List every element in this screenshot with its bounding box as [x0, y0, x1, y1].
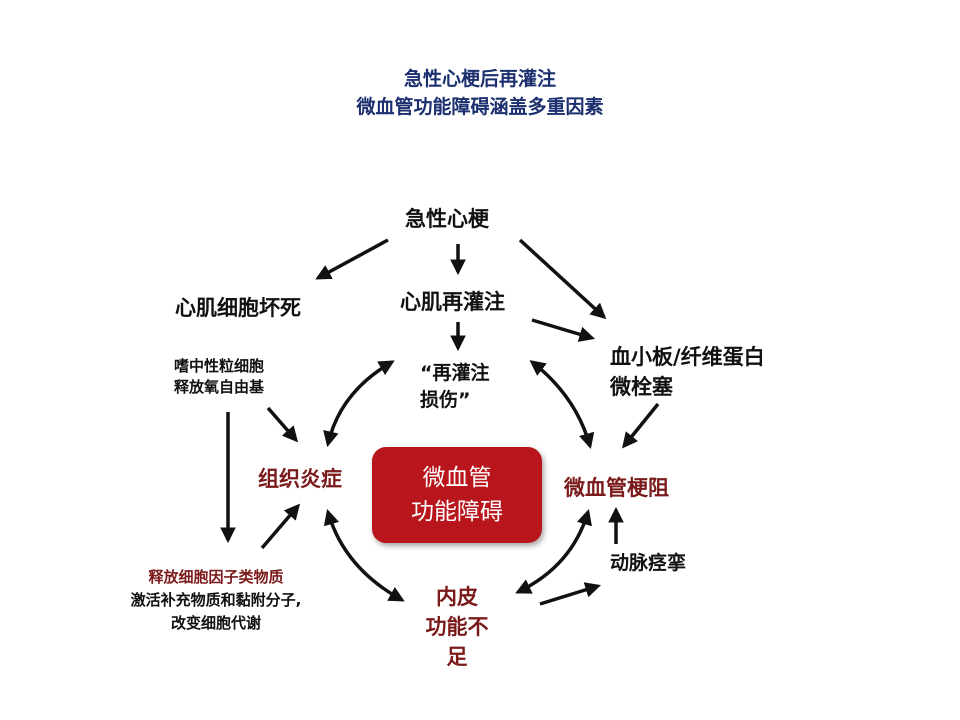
node-myocardial-reperfusion: 心肌再灌注 — [400, 290, 505, 314]
neutrophil-line-1: 嗜中性粒细胞 — [174, 357, 265, 375]
title-line-2: 微血管功能障碍涵盖多重因素 — [356, 96, 604, 118]
arrow-injury-obstruction — [529, 360, 595, 450]
center-line-1: 微血管 — [422, 465, 492, 491]
arrow-injury-inflammation — [323, 360, 395, 448]
node-reperfusion-injury: “再灌注 损伤” — [420, 360, 490, 414]
node-platelet-microembolism: 血小板/纤维蛋白 微栓塞 — [610, 342, 765, 402]
node-tissue-inflammation: 组织炎症 — [258, 467, 342, 491]
node-neutrophil: 嗜中性粒细胞 释放氧自由基 — [174, 356, 264, 398]
arrow-platelet-to-obstruction — [622, 402, 660, 449]
node-microvascular-obstruction: 微血管梗阻 — [564, 476, 669, 500]
node-myocyte-necrosis: 心肌细胞坏死 — [175, 296, 301, 320]
platelet-line-2: 微栓塞 — [610, 375, 673, 399]
node-cytokine-release: 释放细胞因子类物质 激活补充物质和黏附分子, 改变细胞代谢 — [86, 566, 346, 635]
cytokine-line-3: 改变细胞代谢 — [170, 614, 261, 632]
arrow-neutrophil-to-inflammation — [266, 406, 299, 443]
cytokine-line-2: 激活补充物质和黏附分子, — [130, 591, 302, 609]
node-acute-mi: 急性心梗 — [405, 207, 489, 231]
arrow-inflammation-endothelial — [323, 508, 405, 602]
arrow-ami-to-necrosis — [315, 238, 389, 280]
center-microvascular-dysfunction: 微血管 功能障碍 — [372, 447, 542, 543]
title-line-1: 急性心梗后再灌注 — [403, 68, 556, 90]
reperfusion-injury-line-2: 损伤” — [420, 389, 471, 411]
center-line-2: 功能障碍 — [411, 499, 503, 525]
arrow-ami-to-platelet — [518, 238, 607, 320]
endothelial-line-1: 内皮 — [436, 585, 478, 609]
endothelial-line-3: 足 — [446, 645, 468, 669]
arrow-endothelial-to-spasm — [539, 582, 602, 606]
cytokine-line-1: 释放细胞因子类物质 — [148, 568, 284, 586]
node-endothelial-insufficiency: 内皮 功能不 足 — [414, 582, 500, 672]
node-arterial-spasm: 动脉痉挛 — [610, 552, 687, 574]
arrow-reperfusion-to-platelet — [531, 318, 596, 342]
reperfusion-injury-line-1: “再灌注 — [420, 362, 490, 384]
endothelial-line-2: 功能不 — [425, 615, 489, 639]
arrow-cytokine-to-inflammation — [260, 503, 301, 550]
neutrophil-line-2: 释放氧自由基 — [174, 378, 265, 396]
platelet-line-1: 血小板/纤维蛋白 — [610, 345, 765, 369]
arrow-obstruction-endothelial — [515, 508, 592, 594]
